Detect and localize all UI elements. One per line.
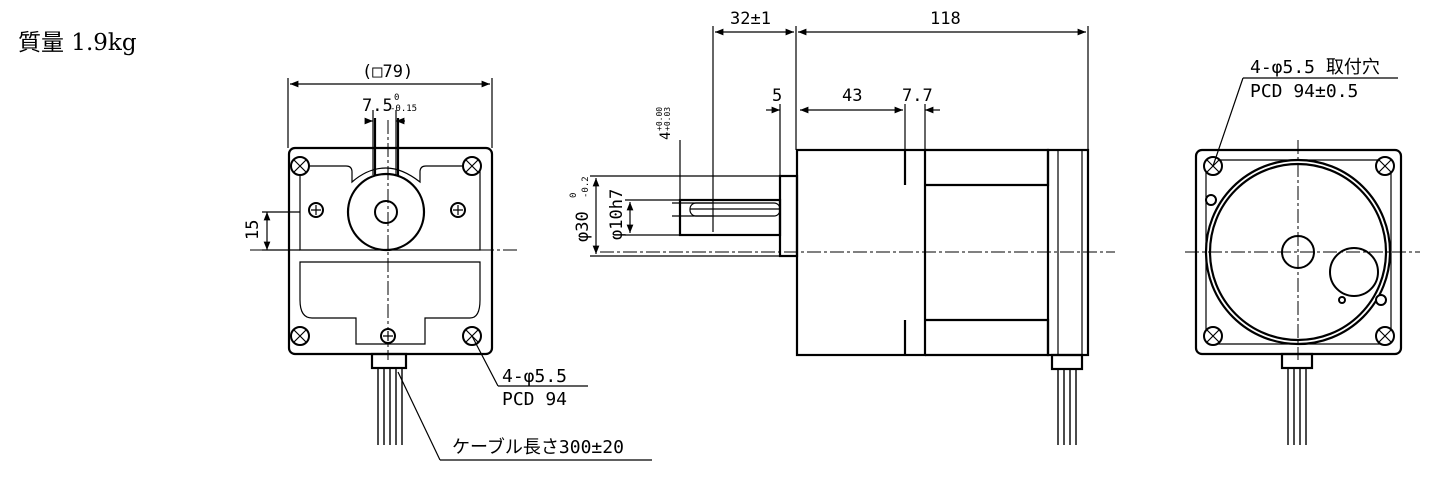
corner-hole xyxy=(1375,326,1395,346)
dim-7-7-label: 7.7 xyxy=(902,86,933,106)
front-holes-note: 4-φ5.5 xyxy=(502,366,567,387)
corner-hole xyxy=(290,156,310,176)
front-view: (□79) 7.5 0 -0.15 15 xyxy=(243,62,652,461)
rear-holes-note: 4-φ5.5 取付穴 xyxy=(1250,57,1380,78)
dim-43-label: 43 xyxy=(842,86,862,106)
cable-length-note: ケーブル長さ300±20 xyxy=(452,436,624,458)
shaft-diameter-label: φ10h7 xyxy=(607,189,627,240)
shaft-length-label: 32±1 xyxy=(730,9,771,29)
keyway-tol-upper: 0 xyxy=(394,93,399,103)
key-width-label: 4 xyxy=(658,132,674,140)
key-height-label: 15 xyxy=(243,220,263,240)
pilot-tol-lower: -0.2 xyxy=(581,176,591,198)
side-view: 32±1 118 5 43 7.7 4 +0.00 +0.03 φ30 0 -0… xyxy=(569,9,1115,445)
corner-hole xyxy=(1203,326,1223,346)
frame-size-label: (□79) xyxy=(362,62,413,82)
front-pcd-note: PCD 94 xyxy=(502,389,567,410)
key-tol-upper: +0.00 xyxy=(655,107,664,131)
flange-step-label: 5 xyxy=(772,86,782,106)
corner-hole xyxy=(462,156,482,176)
corner-hole xyxy=(1375,156,1395,176)
keyway-tol-lower: -0.15 xyxy=(390,104,417,114)
pilot-diameter-label: φ30 xyxy=(573,211,593,242)
body-length-label: 118 xyxy=(930,9,961,29)
keyway-width-label: 7.5 xyxy=(362,96,393,116)
pilot-tol-upper: 0 xyxy=(569,193,579,198)
mass-label: 質量 1.9kg xyxy=(18,30,137,56)
key-tol-lower: +0.03 xyxy=(663,107,672,131)
corner-hole xyxy=(290,326,310,346)
rear-view: 4-φ5.5 取付穴 PCD 94±0.5 xyxy=(1185,57,1420,445)
rear-pcd-note: PCD 94±0.5 xyxy=(1250,81,1358,102)
